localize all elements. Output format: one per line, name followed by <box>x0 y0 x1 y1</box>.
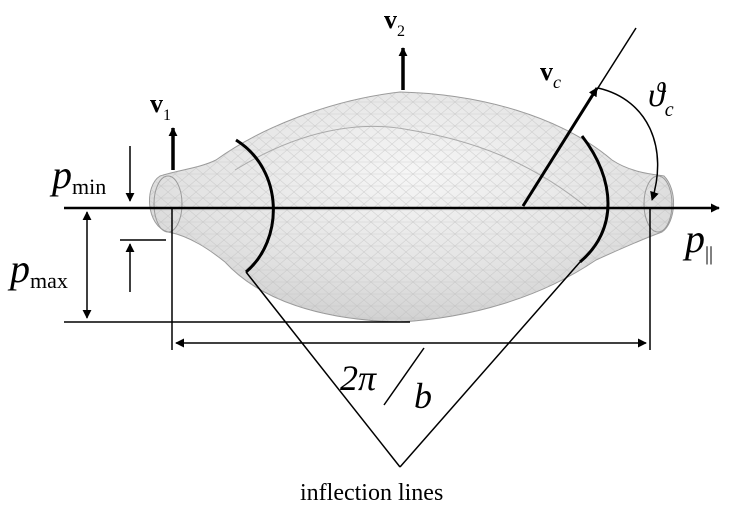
p-parallel-label: p|| <box>682 216 713 265</box>
inflection-lines-label: inflection lines <box>300 480 443 506</box>
spindle-ridge <box>234 125 591 211</box>
inflection-leader-right <box>399 261 581 468</box>
two-pi-label: 2π <box>340 358 377 398</box>
theta-c-label: ϑc <box>648 77 674 121</box>
v2-label: v2 <box>384 5 405 40</box>
v1-label: v1 <box>150 89 171 124</box>
b-label: b <box>414 376 432 416</box>
spindle-end-left <box>153 175 183 233</box>
pmin-label: pmin <box>49 152 106 199</box>
theta-c-arc <box>597 87 659 201</box>
inflection-leader-left <box>245 271 401 468</box>
vc-label: vc <box>540 57 561 92</box>
vc-arrow <box>521 87 599 207</box>
inflection-curve-left <box>235 138 275 274</box>
pmax-label: pmax <box>7 246 68 293</box>
fraction-slash <box>383 347 425 406</box>
inflection-curve-right <box>579 135 610 264</box>
